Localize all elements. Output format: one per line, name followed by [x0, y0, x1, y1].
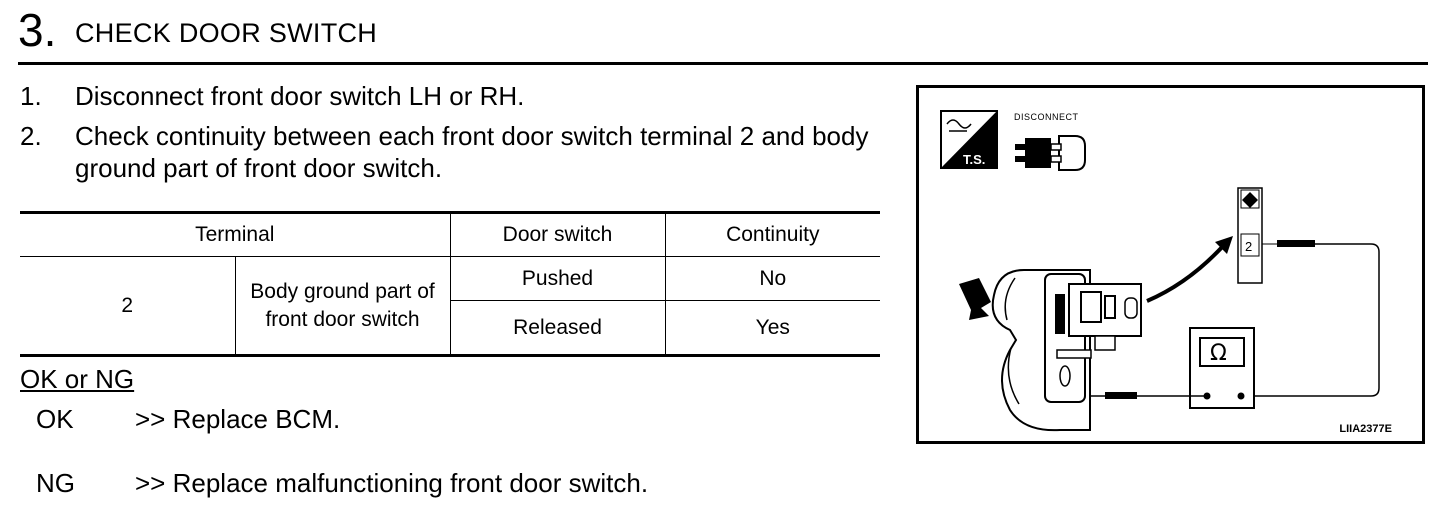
ohmmeter: Ω — [1189, 327, 1255, 409]
connector-block: 2 — [1237, 187, 1277, 284]
terminal-cell: 2 — [20, 256, 236, 356]
ng-action: >> Replace malfunctioning front door swi… — [135, 468, 649, 498]
door-switch-cell: Pushed — [449, 256, 666, 301]
ts-icon: T.S. — [940, 110, 998, 169]
step-number: 3. — [18, 4, 57, 56]
ok-label: OK — [36, 404, 74, 434]
wiring-figure: T.S. 2 Ω — [916, 85, 1425, 444]
instruction-2-text: Check continuity between each front door… — [75, 121, 869, 183]
result-heading: OK or NG — [20, 364, 135, 394]
push-arrow-icon — [959, 278, 991, 320]
terminal-label: 2 — [1245, 239, 1252, 254]
step-title: CHECK DOOR SWITCH — [75, 18, 378, 48]
continuity-cell: No — [664, 256, 881, 301]
instruction-1-number: 1. — [20, 81, 42, 111]
ground-cell: Body ground part of front door switch — [234, 256, 451, 356]
header-door-switch: Door switch — [449, 212, 666, 257]
header-terminal: Terminal — [20, 212, 451, 257]
ts-label: T.S. — [963, 152, 985, 167]
terminal-table: Terminal Door switch Continuity 2 Body g… — [20, 211, 881, 357]
ok-action: >> Replace BCM. — [135, 404, 341, 434]
instruction-2-number: 2. — [20, 121, 42, 151]
continuity-cell: Yes — [664, 300, 881, 356]
figure-id: LIIA2377E — [1339, 423, 1392, 435]
door-switch — [991, 269, 1142, 432]
door-switch-cell: Released — [450, 300, 666, 356]
instruction-1-text: Disconnect front door switch LH or RH. — [75, 81, 525, 111]
disconnect-label: DISCONNECT — [1014, 112, 1079, 122]
disconnect-icon — [1015, 135, 1086, 171]
continuity-check-diagram: T.S. 2 Ω — [940, 110, 1380, 432]
header-continuity: Continuity — [664, 212, 881, 257]
title-divider — [18, 62, 1428, 65]
ohm-symbol: Ω — [1210, 341, 1227, 366]
ng-label: NG — [36, 468, 75, 498]
